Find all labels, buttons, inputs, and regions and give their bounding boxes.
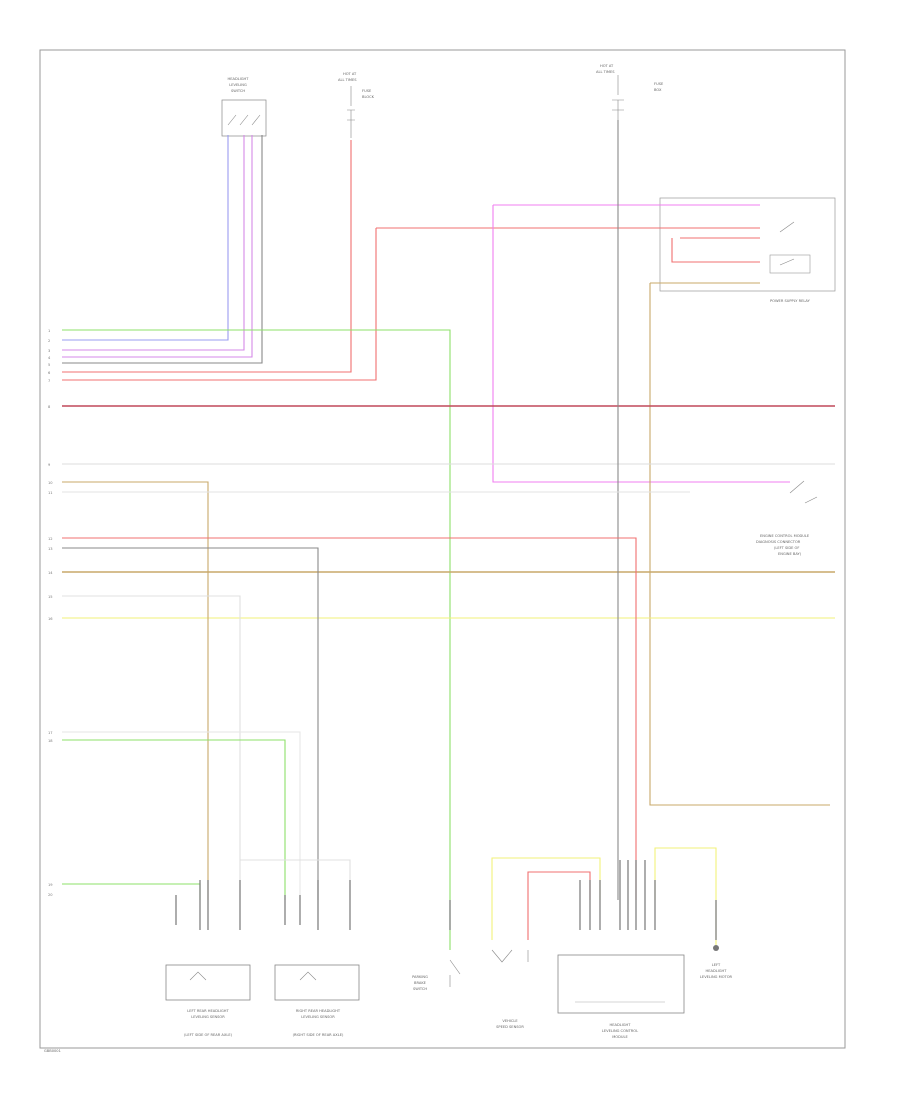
svg-text:2: 2 [48,339,50,343]
fuse-left-label-2: ALL TIMES [338,78,357,82]
bottom-1-label-1: LEFT REAR HEADLIGHT [187,1009,229,1013]
svg-text:4: 4 [48,356,51,360]
headlight-leveling-control-module: HEADLIGHT LEVELING CONTROL MODULE [557,954,685,1039]
bottom-2-label-1: RIGHT REAR HEADLIGHT [296,1009,341,1013]
right-module-block: ENGINE CONTROL MODULE DIAGNOSIS CONNECTO… [756,480,818,556]
svg-text:16: 16 [48,617,53,621]
bottom-5-label-3: MODULE [612,1035,628,1039]
fuse-right-label-4: BOX [654,88,662,92]
left-headlight-leveling-motor: LEFT HEADLIGHT LEVELING MOTOR [700,945,733,979]
bottom-6-label-3: LEVELING MOTOR [700,975,733,979]
svg-text:19: 19 [48,883,53,887]
fuse-left-label-4: BLOCK [362,95,375,99]
svg-text:11: 11 [48,491,53,495]
page-ref: GBB0001 [44,1049,61,1053]
svg-text:12: 12 [48,537,53,541]
power-supply-relay-label: POWER SUPPLY RELAY [770,299,811,303]
svg-text:6: 6 [48,371,51,375]
bottom-2-label-3: (RIGHT SIDE OF REAR AXLE) [293,1033,344,1037]
svg-text:10: 10 [48,481,53,485]
fuse-right-label-3: FUSE [654,82,664,86]
bottom-4-label-2: SPEED SENSOR [496,1025,524,1029]
bottom-6-label-2: HEADLIGHT [706,969,728,973]
svg-text:5: 5 [48,363,50,367]
right-module-label-2: DIAGNOSIS CONNECTOR [756,540,801,544]
svg-text:13: 13 [48,547,53,551]
bottom-5-label-1: HEADLIGHT [610,1023,632,1027]
bottom-3-label-3: SWITCH [413,987,427,991]
right-module-label-4: ENGINE BAY) [778,552,802,556]
switch-label-2: LEVELING [229,83,247,87]
svg-text:7: 7 [48,379,50,383]
parking-brake-switch: PARKING BRAKE SWITCH [412,959,461,991]
left-rear-leveling-sensor: LEFT REAR HEADLIGHT LEVELING SENSOR (LEF… [165,964,251,1037]
bottom-2-label-2: LEVELING SENSOR [301,1015,335,1019]
bottom-1-label-2: LEVELING SENSOR [191,1015,225,1019]
right-rear-leveling-sensor: RIGHT REAR HEADLIGHT LEVELING SENSOR (RI… [274,964,360,1037]
wires [62,120,835,950]
fuse-left-label-3: FUSE [362,89,372,93]
diagram-frame [39,49,846,1049]
power-supply-relay: POWER SUPPLY RELAY [659,197,836,303]
fuse-right-label-2: ALL TIMES [596,70,615,74]
switch-label-1: HEADLIGHT [228,77,250,81]
svg-text:18: 18 [48,739,53,743]
right-module-label-3: (LEFT SIDE OF [774,546,799,550]
bottom-4-label-1: VEHICLE [502,1019,518,1023]
connector-pins [175,860,717,940]
svg-text:8: 8 [48,405,51,409]
svg-text:9: 9 [48,463,51,467]
bottom-1-label-3: (LEFT SIDE OF REAR AXLE) [184,1033,233,1037]
svg-text:20: 20 [48,893,53,897]
svg-text:14: 14 [48,571,53,575]
svg-text:1: 1 [48,329,50,333]
bottom-3-label-2: BRAKE [414,981,427,985]
svg-text:15: 15 [48,595,53,599]
fuse-left-label-1: HOT AT [343,72,357,76]
bottom-3-label-1: PARKING [412,975,428,979]
switch-label-3: SWITCH [231,89,245,93]
top-fuse-left: HOT AT ALL TIMES FUSE BLOCK [338,72,375,138]
vehicle-speed-sensor: VEHICLE SPEED SENSOR [491,949,529,1029]
bottom-6-label-1: LEFT [712,963,721,967]
top-headlight-switch: HEADLIGHT LEVELING SWITCH [221,77,267,137]
top-fuse-right: HOT AT ALL TIMES FUSE BOX [596,64,664,120]
fuse-right-label-1: HOT AT [600,64,614,68]
svg-text:17: 17 [48,731,53,735]
bottom-5-label-2: LEVELING CONTROL [602,1029,638,1033]
svg-text:3: 3 [48,349,50,353]
right-module-label-1: ENGINE CONTROL MODULE [760,534,810,538]
